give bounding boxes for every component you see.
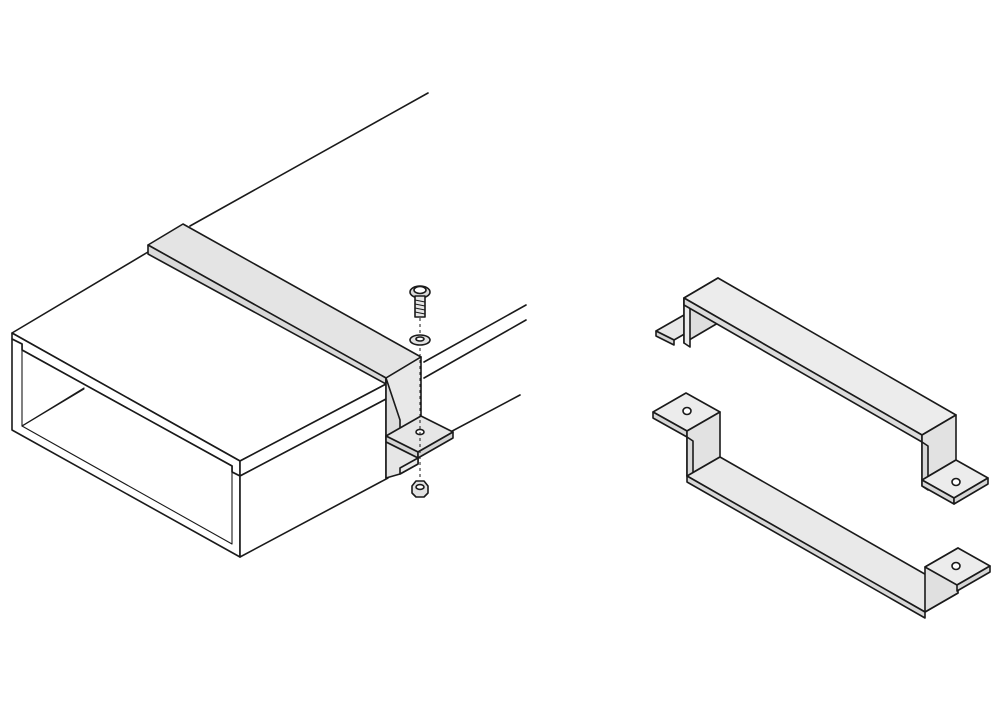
clamp-bracket-pair <box>652 277 991 619</box>
bolt-icon <box>409 285 431 318</box>
lower-bracket-hole-left <box>682 406 692 416</box>
lower-bracket <box>652 392 991 619</box>
washer-icon <box>409 334 431 346</box>
upper-bracket-hole <box>951 477 961 487</box>
duct-inner-floor <box>21 388 85 427</box>
trunking-assembly <box>11 92 527 558</box>
nut-icon <box>411 480 429 498</box>
lower-clamp-leg-side <box>399 457 419 475</box>
lower-bracket-hole-right <box>951 561 961 571</box>
clamp-mounting-tab-edge-right <box>417 431 454 459</box>
upper-bracket <box>655 277 989 505</box>
duct-front-opening <box>21 349 233 545</box>
